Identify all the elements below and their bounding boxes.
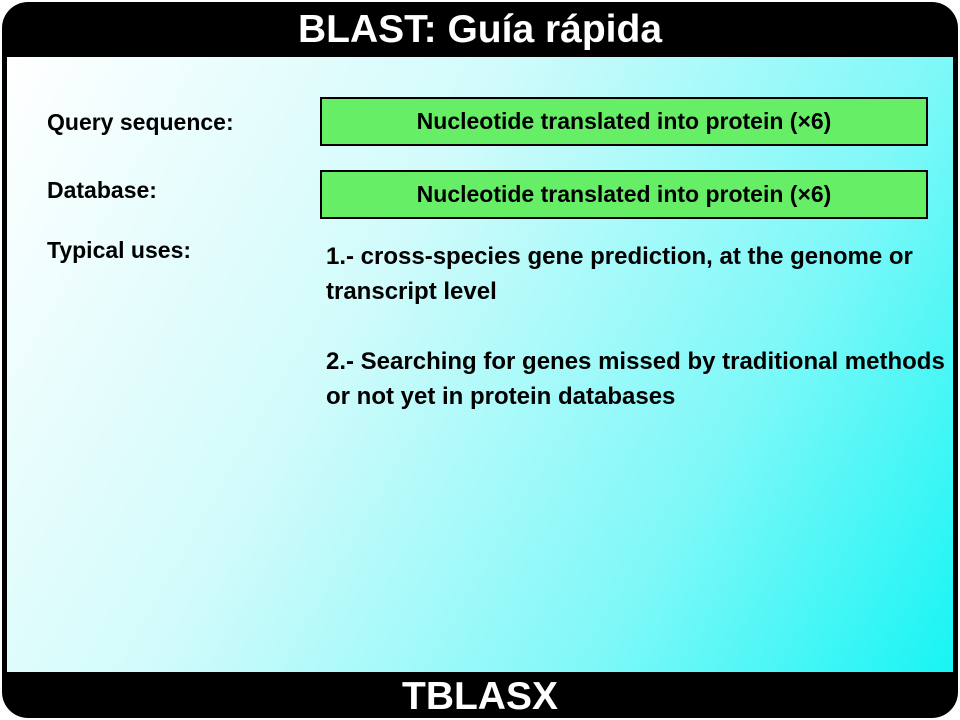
slide-title: BLAST: Guía rápida	[297, 8, 663, 51]
query-sequence-box: Nucleotide translated into protein (×6)	[320, 97, 928, 146]
typical-use-item-1: 1.- cross-species gene prediction, at th…	[326, 243, 913, 305]
typical-uses-label: Typical uses:	[47, 237, 192, 263]
footer-title: TBLASX	[402, 675, 558, 718]
typical-use-item-2: 2.- Searching for genes missed by tradit…	[326, 348, 945, 410]
query-sequence-label: Query sequence:	[47, 109, 234, 135]
database-label: Database:	[47, 177, 157, 203]
database-box: Nucleotide translated into protein (×6)	[320, 170, 928, 219]
content-panel: Query sequence: Nucleotide translated in…	[7, 57, 953, 672]
